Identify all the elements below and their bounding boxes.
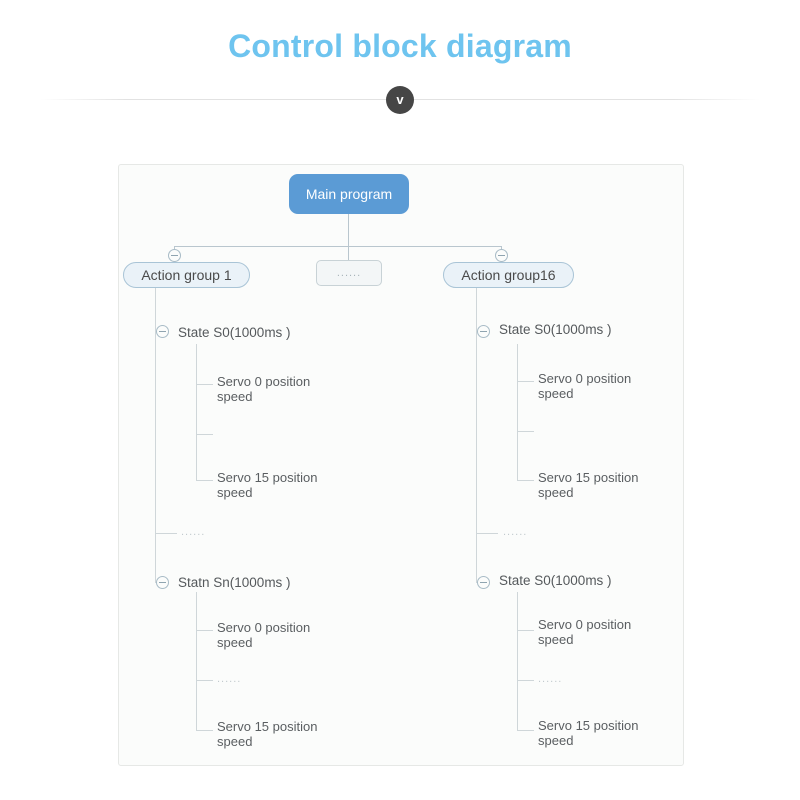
- connector-child-trunk-left-2: [196, 592, 197, 730]
- label-right-2-child-ellipsis: ......: [538, 673, 563, 685]
- label-left-state-1: State S0(1000ms ): [178, 325, 291, 340]
- collapse-icon-right-state-1[interactable]: [477, 325, 490, 338]
- label-right-state-2: State S0(1000ms ): [499, 573, 612, 588]
- connector-state-separator-left: [155, 533, 177, 534]
- connector-child-trunk-right-2: [517, 592, 518, 730]
- connector-branch-trunk-left: [155, 288, 156, 582]
- servo-line-1: Servo 0 position: [538, 371, 632, 386]
- connector-child-tick-right-2-b: [517, 680, 534, 681]
- connector-child-tick-right-2-a: [517, 630, 534, 631]
- connector-child-tick-left-2-a: [196, 630, 213, 631]
- collapse-icon-group-1[interactable]: [168, 249, 181, 262]
- servo-line-1: Servo 15 position: [538, 718, 639, 733]
- label-right-state-1: State S0(1000ms ): [499, 322, 612, 337]
- servo-line-1: Servo 0 position: [538, 617, 632, 632]
- connector-state-separator-right: [476, 533, 498, 534]
- collapse-icon-left-state-1[interactable]: [156, 325, 169, 338]
- servo-line-2: speed: [217, 485, 253, 500]
- servo-line-1: Servo 0 position: [217, 374, 311, 389]
- servo-line-1: Servo 15 position: [217, 719, 318, 734]
- servo-line-2: speed: [217, 734, 253, 749]
- connector-child-trunk-left-1: [196, 344, 197, 480]
- connector-child-tick-left-2-b: [196, 680, 213, 681]
- connector-child-tick-right-1-c: [517, 480, 534, 481]
- connector-child-tick-left-1-b: [196, 434, 213, 435]
- servo-line-2: speed: [538, 632, 574, 647]
- servo-line-1: Servo 15 position: [217, 470, 318, 485]
- collapse-icon-right-state-2[interactable]: [477, 576, 490, 589]
- chevron-down-icon[interactable]: v: [386, 86, 414, 114]
- label-right-1-servo-0: Servo 0 position speed: [538, 371, 631, 401]
- connector-bus: [174, 246, 501, 247]
- servo-line-2: speed: [538, 386, 574, 401]
- connector-center-drop: [348, 246, 349, 260]
- connector-child-tick-left-1-a: [196, 384, 213, 385]
- label-left-2-servo-0: Servo 0 position speed: [217, 620, 310, 650]
- label-right-state-separator: ......: [503, 526, 528, 538]
- connector-child-tick-right-2-c: [517, 730, 534, 731]
- collapse-icon-group-16[interactable]: [495, 249, 508, 262]
- servo-line-2: speed: [538, 733, 574, 748]
- connector-child-tick-right-1-a: [517, 381, 534, 382]
- connector-child-tick-left-1-c: [196, 480, 213, 481]
- connector-child-tick-left-2-c: [196, 730, 213, 731]
- connector-child-trunk-right-1: [517, 344, 518, 480]
- page-header: Control block diagram v: [0, 0, 800, 114]
- page-title: Control block diagram: [228, 28, 572, 64]
- label-right-2-servo-15: Servo 15 position speed: [538, 718, 638, 748]
- label-right-2-servo-0: Servo 0 position speed: [538, 617, 631, 647]
- servo-line-2: speed: [538, 485, 574, 500]
- servo-line-2: speed: [217, 389, 253, 404]
- node-main-program[interactable]: Main program: [289, 174, 409, 214]
- collapse-icon-left-state-2[interactable]: [156, 576, 169, 589]
- diagram-card: [118, 164, 684, 766]
- servo-line-2: speed: [217, 635, 253, 650]
- label-left-1-servo-15: Servo 15 position speed: [217, 470, 317, 500]
- node-placeholder-ellipsis[interactable]: ......: [316, 260, 382, 286]
- label-left-2-servo-15: Servo 15 position speed: [217, 719, 317, 749]
- label-left-state-2: Statn Sn(1000ms ): [178, 575, 291, 590]
- label-left-2-child-ellipsis: ......: [217, 673, 242, 685]
- servo-line-1: Servo 15 position: [538, 470, 639, 485]
- label-left-state-separator: ......: [181, 526, 206, 538]
- node-action-group-16[interactable]: Action group16: [443, 262, 574, 288]
- connector-child-tick-right-1-b: [517, 431, 534, 432]
- connector-branch-trunk-right: [476, 288, 477, 582]
- label-right-1-servo-15: Servo 15 position speed: [538, 470, 638, 500]
- connector-root-drop: [348, 214, 349, 246]
- servo-line-1: Servo 0 position: [217, 620, 311, 635]
- node-action-group-1[interactable]: Action group 1: [123, 262, 250, 288]
- label-left-1-servo-0: Servo 0 position speed: [217, 374, 310, 404]
